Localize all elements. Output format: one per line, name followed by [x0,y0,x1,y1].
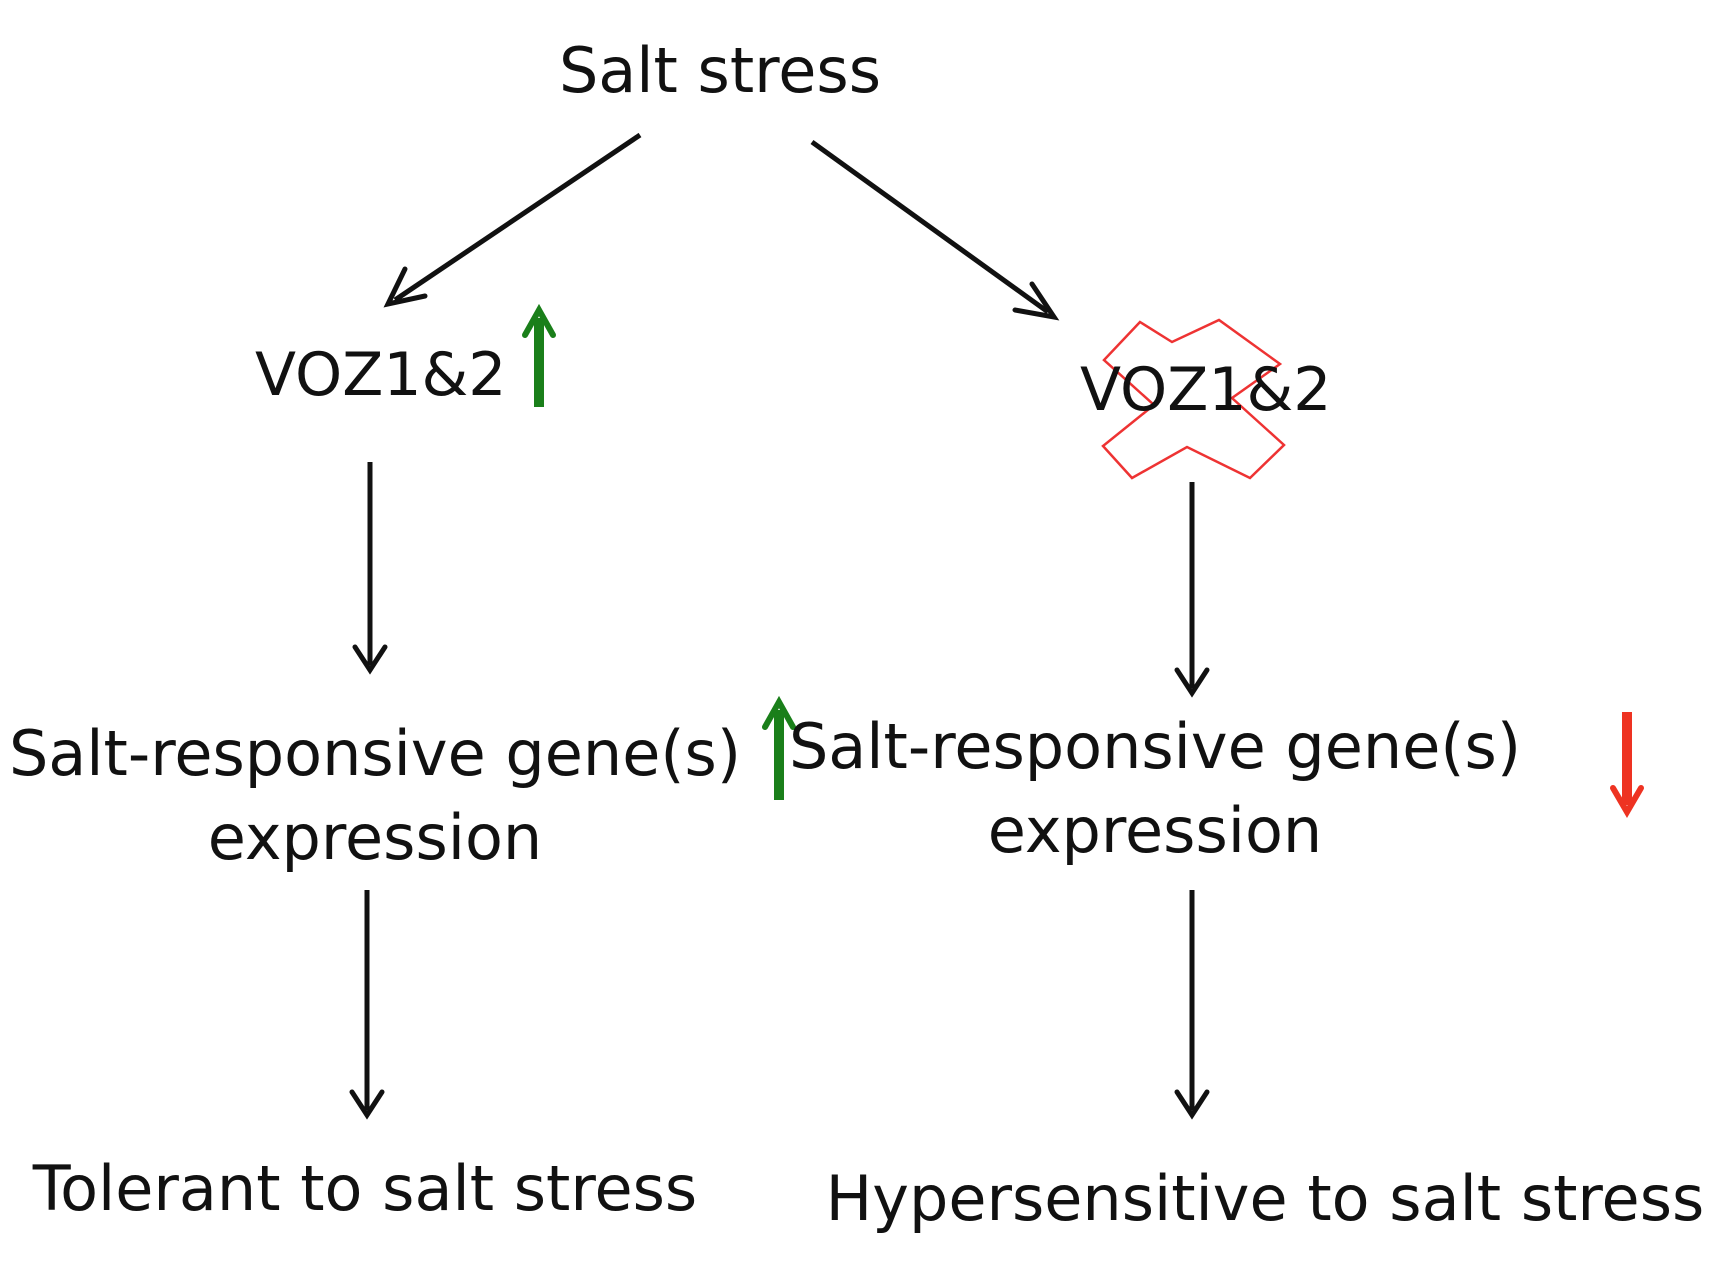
right-gene-expression-line1: Salt-responsive gene(s) [788,710,1522,783]
left-outcome-label: Tolerant to salt stress [32,1152,698,1225]
right-voz-gene-label: VOZ1&2 [1080,355,1332,425]
green-up-arrow-icon [522,303,556,407]
arrow-right-voz-to-gene [1174,482,1210,698]
arrow-right-gene-to-outcome [1174,890,1210,1120]
left-gene-expression-line1: Salt-responsive gene(s) [8,717,742,790]
red-down-arrow-icon [1610,712,1644,818]
right-gene-expression-node: Salt-responsive gene(s) expression [789,705,1521,872]
arrow-left-voz-to-gene [352,462,388,675]
left-gene-expression-line2: expression [207,800,543,874]
right-outcome-label: Hypersensitive to salt stress [825,1162,1705,1235]
green-up-arrow-icon [762,695,796,800]
right-gene-expression-line2: expression [987,793,1323,867]
left-voz-gene-label: VOZ1&2 [255,340,507,410]
arrow-left-gene-to-outcome [349,890,385,1120]
red-x-cross-icon [1101,318,1286,480]
arrow-root-to-left-voz [383,132,642,308]
left-gene-expression-node: Salt-responsive gene(s) expression [9,712,741,879]
arrow-root-to-right-voz [810,139,1060,321]
root-node-salt-stress: Salt stress [558,34,882,107]
